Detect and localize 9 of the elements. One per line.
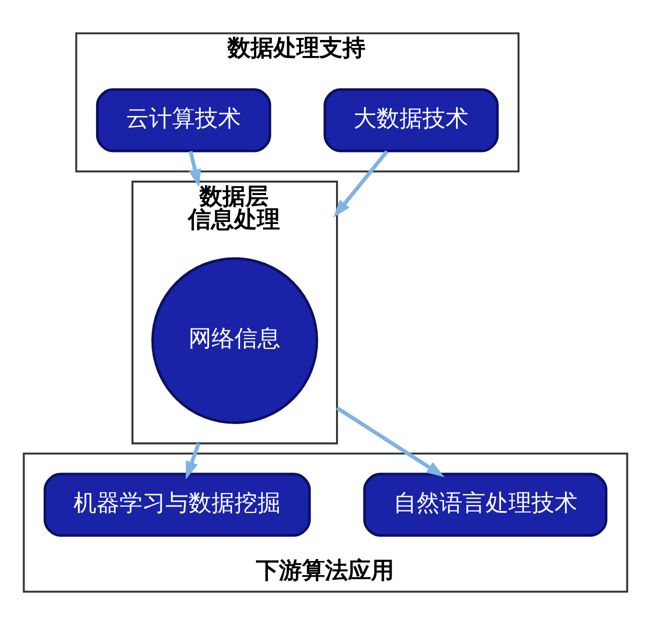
arrow: [188, 150, 202, 187]
node-box: 自然语言处理技术: [363, 472, 608, 536]
node-circle: 网络信息: [151, 256, 318, 424]
node-box: 云计算技术: [96, 88, 272, 152]
node-box: 大数据技术: [324, 88, 499, 152]
arrow: [333, 150, 388, 218]
arrow: [336, 406, 444, 477]
arrow: [186, 442, 200, 479]
node-box: 机器学习与数据挖掘: [44, 472, 311, 536]
